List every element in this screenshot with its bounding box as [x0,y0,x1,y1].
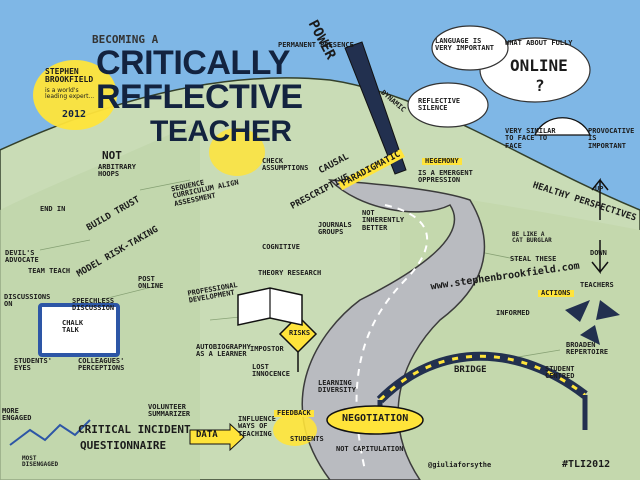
badge-author: STEPHEN BROOKFIELD [45,67,94,85]
check-assumptions: CHECK ASSUMPTIONS [262,157,309,173]
students-label: STUDENTS [290,435,324,443]
theory-research: THEORY RESEARCH [258,269,322,277]
teachers-arrows-icon [565,300,620,345]
provocative-label: PROVOCATIVE IS IMPORTANT [588,127,635,150]
post-online: POST ONLINE [138,275,164,291]
title-teacher: TEACHER [150,115,292,148]
up-arrow-icon [591,177,609,220]
feedback-label: FEEDBACK [274,409,314,418]
cloud-online [479,37,591,103]
down-label: DOWN [590,249,607,257]
badge-tagline: is a world's leading expert... [45,87,95,101]
speechless-label: SPEECHLESS DISCUSSION [72,297,115,313]
up-label: UP [595,185,604,193]
devils-advocate: DEVIL'S ADVOCATE [5,249,39,265]
handle-label: @giuliaforsythe [428,461,492,469]
bridge-label: BRIDGE [454,365,487,375]
cognitive-label: COGNITIVE [262,243,300,251]
title-becoming: BECOMING A [92,33,159,46]
not-capitulation: NOT CAPITULATION [336,445,404,453]
arbitrary-hoops: ARBITRARY HOOPS [98,163,136,179]
hashtag-label: #TLI2012 [562,459,611,470]
not-label: NOT [102,149,122,162]
influence-label: INFLUENCE WAYS OF TEACHING [238,415,276,438]
learning-diversity: LEARNING DIVERSITY [318,379,356,395]
actions-label: ACTIONS [538,289,574,298]
risks-label: RISKS [289,329,311,337]
parachute-icon [534,117,591,136]
broaden-repertoire: BROADEN REPERTOIRE [566,341,609,357]
language-label: LANGUAGE IS VERY IMPORTANT [435,37,495,53]
down-arrow-icon [591,240,609,275]
autobiography-label: AUTOBIOGRAPHY AS A LEARNER [196,343,251,359]
end-in: END IN [40,205,66,213]
negotiation-sign [326,405,424,435]
questionnaire-label: QUESTIONNAIRE [80,439,167,452]
online-question: ? [535,76,545,95]
colleagues-perceptions: COLLEAGUES' PERCEPTIONS [78,357,125,373]
data-arrow-icon [189,422,245,452]
data-label: DATA [196,430,218,440]
team-teach: TEAM TEACH [28,267,71,275]
impostor-label: IMPOSTOR [250,345,284,353]
discussions-label: DISCUSSIONS ON [4,293,51,309]
students-eyes: STUDENTS' EYES [14,357,52,373]
more-engaged: MORE ENGAGED [2,407,32,423]
hegemony-sub: IS A EMERGENT OPPRESSION [418,169,473,185]
chalk-talk: CHALK TALK [62,319,84,335]
online-label: ONLINE [510,56,568,75]
chalkboard-icon [38,303,120,357]
negotiation-label: NEGOTIATION [342,413,409,424]
risks-sign-icon [278,314,318,372]
critical-incident: CRITICAL INCIDENT [78,423,191,436]
student-centred: STUDENT CENTRED [545,365,575,381]
volunteer-summarizer: VOLUNTEER SUMMARIZER [148,403,191,419]
badge-year: 2012 [62,109,87,120]
informed-label: INFORMED [496,309,530,317]
engagement-graph [9,419,91,446]
power-tower [344,41,407,175]
not-inherently: NOT INHERENTLY BETTER [362,209,405,232]
most-disengaged: MOST DISENGAGED [22,455,59,469]
hegemony-label: HEGEMONY [422,157,462,166]
title-reflective: REFLECTIVE [96,78,303,116]
what-about-label: WHAT ABOUT FULLY [505,39,573,47]
journals-groups: JOURNALS GROUPS [318,221,352,237]
very-similar: VERY SIMILAR TO FACE TO FACE [505,127,556,150]
reflective-silence: REFLECTIVE SILENCE [418,97,461,113]
permanent-presence: PERMANENT PRESENCE [278,41,354,49]
title-critically: CRITICALLY [96,44,290,82]
be-like-cat: BE LIKE A CAT BURGLAR [512,231,552,245]
teachers-label: TEACHERS [580,281,614,289]
steal-these: STEAL THESE [510,255,557,263]
lost-innocence: LOST INNOCENCE [252,363,290,379]
